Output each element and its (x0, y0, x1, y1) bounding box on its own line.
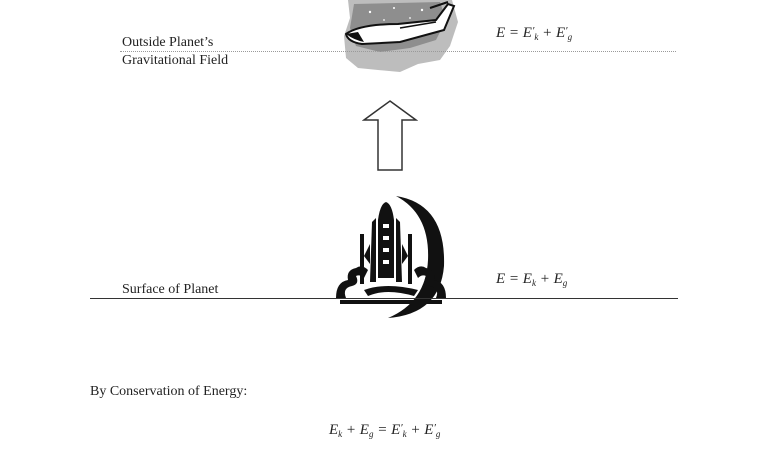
outside-energy-equation: E = E′k + E′g (496, 25, 573, 42)
space-shuttle-orbit-icon (344, 0, 458, 72)
surface-of-planet-label: Surface of Planet (122, 282, 219, 297)
planet-surface-line (90, 298, 678, 299)
conservation-label: By Conservation of Energy: (90, 384, 248, 399)
shuttle-launch-icon (336, 196, 446, 318)
up-arrow-icon (362, 100, 418, 171)
surface-energy-equation: E = Ek + Eg (496, 271, 568, 288)
conservation-equation: Ek + Eg = E′k + E′g (329, 422, 441, 439)
outside-label-line1: Outside Planet’s (122, 35, 214, 50)
outside-label-line2: Gravitational Field (122, 53, 229, 68)
gravitational-field-boundary-line (120, 51, 676, 52)
outside-gravitational-field-label: Outside Planet’s Gravitational Field (122, 34, 228, 70)
